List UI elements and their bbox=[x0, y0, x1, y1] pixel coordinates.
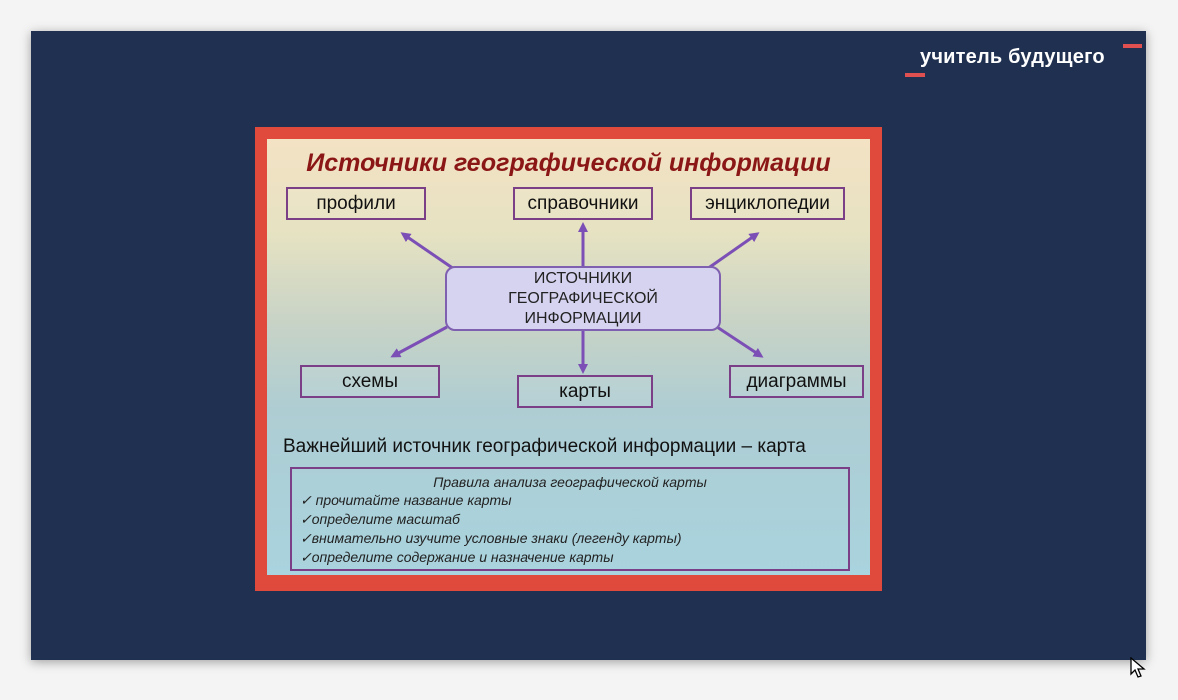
slide-content: Источники географической информации проф… bbox=[267, 139, 870, 575]
rule-item: ✓ прочитайте название карты bbox=[300, 492, 512, 508]
central-node-line-1: ИСТОЧНИКИ bbox=[533, 269, 633, 287]
central-node: ИСТОЧНИКИ ГЕОГРАФИЧЕСКОЙ ИНФОРМАЦИИ bbox=[445, 266, 721, 331]
presentation-slide: Источники географической информации проф… bbox=[255, 127, 882, 591]
logo-text: учитель будущего bbox=[920, 46, 1105, 68]
rules-title: Правила анализа географической карты bbox=[433, 474, 707, 490]
mouse-cursor-icon bbox=[1130, 657, 1146, 678]
rules-box: Правила анализа географической карты ✓ п… bbox=[290, 467, 850, 571]
node-handbooks: справочники bbox=[513, 187, 653, 220]
arrow-to-diagrams bbox=[716, 325, 764, 358]
arrow-to-encyclopedias bbox=[706, 232, 760, 271]
slide-title: Источники географической информации bbox=[306, 149, 831, 177]
arrow-to-schemes bbox=[390, 325, 448, 358]
brand-logo: учитель будущего bbox=[905, 43, 1146, 83]
central-node-line-3: ИНФОРМАЦИИ bbox=[524, 309, 642, 327]
node-maps: карты bbox=[517, 375, 653, 408]
node-encyclopedias: энциклопедии bbox=[690, 187, 845, 220]
central-node-line-2: ГЕОГРАФИЧЕСКОЙ bbox=[508, 289, 658, 307]
diagram-arrows bbox=[390, 222, 764, 374]
rule-item: ✓внимательно изучите условные знаки (лег… bbox=[300, 530, 682, 546]
logo-accent-bottom bbox=[905, 73, 925, 77]
main-statement: Важнейший источник географической информ… bbox=[283, 436, 806, 457]
rule-item: ✓определите масштаб bbox=[300, 511, 460, 527]
logo-accent-top bbox=[1123, 44, 1142, 48]
video-frame: учитель будущего Источники географическо… bbox=[31, 31, 1146, 660]
rule-item: ✓определите содержание и назначение карт… bbox=[300, 549, 614, 565]
node-profiles: профили bbox=[286, 187, 426, 220]
arrow-to-profiles bbox=[400, 232, 455, 271]
node-schemes: схемы bbox=[300, 365, 440, 398]
node-diagrams: диаграммы bbox=[729, 365, 864, 398]
